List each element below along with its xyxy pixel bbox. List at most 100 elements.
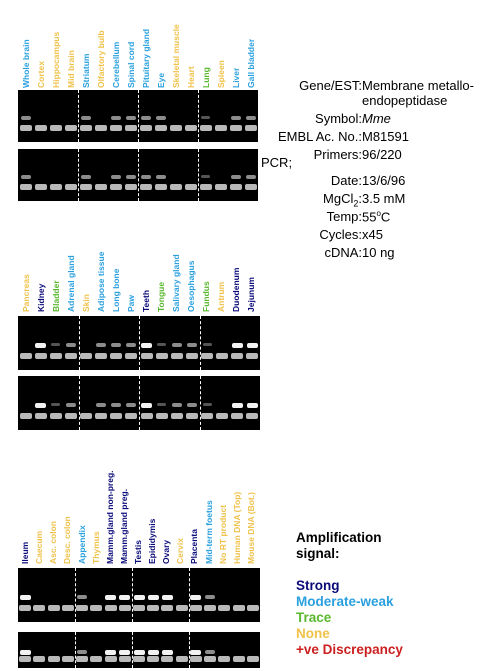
- gel2b-product-band: [246, 403, 258, 408]
- gel1b-primer-band: [19, 184, 32, 191]
- gel2a-primer-band: [34, 352, 47, 359]
- gel1b-primer-band: [214, 184, 227, 191]
- panel1-lane-label-text: Skeletal muscle: [170, 24, 181, 88]
- gel3b-product-band: [205, 650, 216, 654]
- panel2-lane-label-text: Paw: [125, 294, 136, 312]
- panel2-gel-top: [18, 316, 260, 370]
- gel2a-primer-band: [155, 352, 168, 359]
- gel2a-primer-band: [49, 352, 62, 359]
- temp-value: 55oC: [362, 209, 391, 225]
- cdna-value: 10 ng: [362, 245, 395, 260]
- gel3b-product-band: [77, 650, 88, 654]
- gel3a-product-band: [119, 595, 131, 600]
- panel1-lane-label-text: Cortex: [35, 61, 46, 88]
- gel3b-primer-band: [61, 656, 74, 663]
- gel3a-product-band: [19, 595, 31, 600]
- amplification-legend: Amplification signal: Strong Moderate-we…: [296, 530, 403, 658]
- gel2b-product-band: [51, 403, 61, 406]
- gel3a-product-band: [161, 595, 173, 600]
- gel1a-primer-band: [229, 125, 242, 132]
- panel1-lane-label-text: Heart: [185, 66, 196, 88]
- gel1b-lane-divider: [138, 149, 139, 201]
- gel2a-product-band: [202, 343, 212, 346]
- panel1-lane-label-text: Cerebellum: [110, 41, 121, 88]
- panel2-lane-label-text: Oesophagus: [185, 260, 196, 312]
- gel2b-product-band: [157, 403, 167, 406]
- gel3a-primer-band: [47, 604, 60, 611]
- gel2a-lane-divider: [78, 316, 80, 370]
- gel2a-lane-divider: [139, 316, 140, 370]
- primers-value: 96/220: [362, 147, 402, 162]
- panel2-lane-label-text: Salivary gland: [170, 254, 181, 312]
- gel3a-primer-band: [218, 604, 231, 611]
- gel2a-product-band: [126, 343, 137, 347]
- gel1a-product-band: [110, 116, 121, 120]
- gel2b-product-band: [126, 403, 137, 407]
- gel3b-primer-band: [90, 656, 103, 663]
- gel1b-product-band: [155, 175, 166, 179]
- mgcl-label: MgCl2:: [323, 191, 362, 209]
- gel2a-primer-band: [185, 352, 198, 359]
- gel1b-primer-band: [229, 184, 242, 191]
- panel1-lane-label-text: Spinal cord: [125, 41, 136, 88]
- gel1a-primer-band: [199, 125, 212, 132]
- gel2b-primer-band: [155, 412, 168, 419]
- gel2a-product-band: [171, 343, 182, 347]
- gel3b-primer-band: [76, 656, 89, 663]
- legend-title-line2: signal:: [296, 546, 340, 561]
- gel3a-product-band: [77, 595, 88, 599]
- symbol-label: Symbol:: [315, 111, 362, 126]
- gel3a-product-band: [133, 595, 145, 600]
- gel3a-primer-band: [246, 604, 259, 611]
- gel3b-primer-band: [19, 656, 32, 663]
- gel2a-primer-band: [80, 352, 93, 359]
- gel1b-primer-band: [154, 184, 167, 191]
- gel1b-primer-band: [124, 184, 137, 191]
- gel3b-product-band: [133, 650, 145, 655]
- embl-value: M81591: [362, 129, 409, 144]
- gel1b-primer-band: [109, 184, 122, 191]
- gel1b-primer-band: [64, 184, 77, 191]
- gel1a-primer-band: [94, 125, 107, 132]
- gel2b-product-band: [35, 403, 47, 408]
- gel1b-product-band: [80, 175, 91, 179]
- gel3a-product-band: [205, 595, 216, 599]
- panel3-lane-label-text: Desc. colon: [62, 516, 73, 564]
- gel3a-primer-band: [232, 604, 245, 611]
- pcr-label: PCR;: [261, 155, 293, 170]
- panel3-lane-label-text: Testis: [133, 540, 143, 564]
- panel2-lane-label-text: Antrum: [215, 281, 226, 312]
- gel1a-primer-band: [184, 125, 197, 132]
- gel3a-lane-divider: [74, 568, 76, 622]
- panel1-lane-label-text: Lung: [200, 67, 211, 88]
- panel2-lane-label-text: Bladder: [50, 280, 61, 312]
- gel2b-product-band: [111, 403, 122, 407]
- gel1a-product-band: [230, 116, 241, 120]
- gel3a-primer-band: [147, 604, 160, 611]
- gel2a-primer-band: [246, 352, 259, 359]
- gel3a-primer-band: [90, 604, 103, 611]
- panel2-lane-label-text: Long bone: [110, 268, 121, 312]
- gel3a-primer-band: [161, 604, 174, 611]
- gel1b-product-band: [20, 175, 31, 179]
- panel1-lane-label-text: Olfactory bulb: [95, 30, 106, 88]
- gel1b-lane-divider: [198, 149, 199, 201]
- gel2b-primer-band: [125, 412, 138, 419]
- panel3-gel-bottom: [18, 632, 260, 668]
- gel1b-product-band: [110, 175, 121, 179]
- legend-none: None: [296, 626, 330, 641]
- gel3a-primer-band: [19, 604, 32, 611]
- gel2a-product-band: [51, 343, 61, 346]
- panel1-lane-label-text: Mid brain: [65, 50, 76, 88]
- gel1b-primer-band: [244, 184, 257, 191]
- panel3-lane-label-text: Human DNA (Top): [231, 491, 242, 564]
- gel3b-product-band: [19, 650, 31, 655]
- mgcl-value: 3.5 mM: [362, 191, 406, 206]
- gel3b-primer-band: [218, 656, 231, 663]
- gene-label: Gene/EST:: [299, 78, 362, 93]
- gel2b-primer-band: [110, 412, 123, 419]
- gel1a-primer-band: [169, 125, 182, 132]
- panel3-lane-label-text: Appendix: [76, 525, 87, 564]
